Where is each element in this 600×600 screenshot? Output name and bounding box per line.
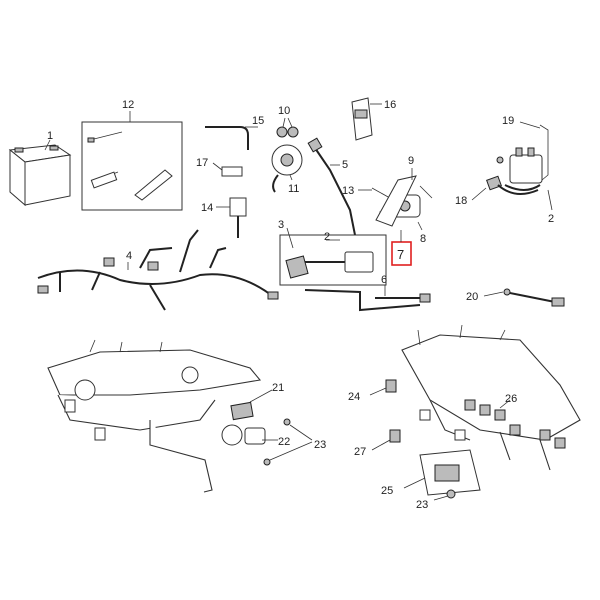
ecu-part-21[interactable]: [230, 389, 273, 421]
highlight-box-7: [391, 241, 412, 266]
connectors-part-26[interactable]: [464, 399, 566, 449]
sensor-lead-part-20[interactable]: [483, 288, 565, 307]
label-17: 17: [196, 157, 208, 169]
label-18: 18: [455, 195, 467, 207]
label-2-right: 2: [548, 213, 554, 225]
nuts-part-10[interactable]: [276, 117, 299, 138]
ht-lead-part-5[interactable]: [307, 137, 357, 241]
label-27: 27: [354, 446, 366, 458]
label-2-mid: 2: [324, 231, 330, 243]
label-22: 22: [278, 436, 290, 448]
label-20: 20: [466, 291, 478, 303]
ignition-coil-set-part-3[interactable]: [279, 227, 387, 286]
label-11: 11: [288, 183, 299, 195]
plug-lead-part-18[interactable]: [471, 175, 539, 201]
bolts-part-23-left[interactable]: [263, 418, 313, 466]
label-7: 7: [397, 247, 404, 262]
fuse-kit-part[interactable]: [81, 111, 183, 211]
label-19: 19: [502, 115, 514, 127]
stator-part-11[interactable]: [271, 144, 303, 193]
label-16: 16: [384, 99, 396, 111]
relay-part-22[interactable]: [221, 424, 278, 446]
label-6: 6: [381, 274, 387, 286]
label-4: 4: [126, 250, 132, 262]
label-1: 1: [47, 130, 53, 142]
label-23-right: 23: [416, 499, 428, 511]
label-9: 9: [408, 155, 414, 167]
label-23-left: 23: [314, 439, 326, 451]
cover-part-16[interactable]: [351, 97, 382, 141]
wiring-harness-part-4[interactable]: [37, 229, 279, 311]
frame-left: [47, 339, 262, 493]
label-24: 24: [348, 391, 360, 403]
label-12: 12: [122, 99, 134, 111]
module-part-25[interactable]: [403, 449, 481, 496]
sub-harness-part-6[interactable]: [304, 285, 431, 312]
switch-part-27[interactable]: [371, 429, 401, 451]
relay-part-17[interactable]: [212, 162, 243, 177]
label-5: 5: [342, 159, 348, 171]
label-10: 10: [278, 105, 290, 117]
label-8: 8: [420, 233, 426, 245]
label-14: 14: [201, 202, 213, 214]
frame-right: [401, 324, 581, 471]
label-13: 13: [342, 185, 354, 197]
battery-part[interactable]: [8, 139, 72, 207]
label-26: 26: [505, 393, 517, 405]
bolt-part-23-right[interactable]: [433, 489, 456, 501]
label-25: 25: [381, 485, 393, 497]
sensor-assembly-part-9[interactable]: [371, 168, 433, 227]
label-15: 15: [252, 115, 264, 127]
label-3: 3: [278, 219, 284, 231]
cable-part-15[interactable]: [205, 126, 258, 150]
switch-part-14[interactable]: [216, 197, 247, 238]
ignition-coil-part-19[interactable]: [496, 121, 549, 191]
sensor-part-24[interactable]: [369, 379, 397, 396]
label-21: 21: [272, 382, 284, 394]
